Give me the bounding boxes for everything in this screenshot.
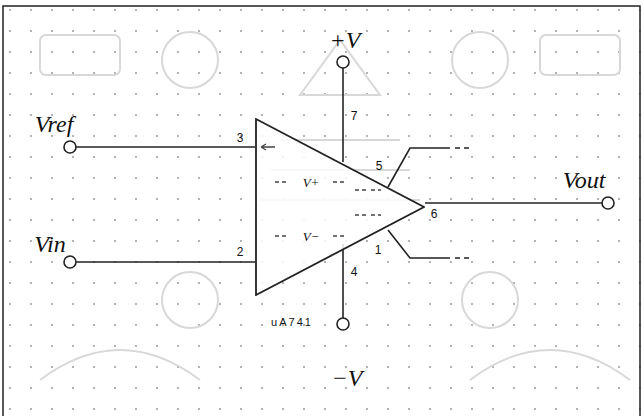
terminal [337,56,349,68]
wire [76,146,255,148]
offset-wire [388,148,450,187]
pin-number: 1 [375,244,382,256]
offset-wire [455,257,470,259]
watermark-emblem [40,32,630,380]
supply-label: −V [332,366,363,390]
pin-number: 7 [351,110,358,122]
wire [342,244,344,318]
supply-label: +V [330,28,361,52]
terminal [337,318,349,330]
wires [64,56,614,330]
triangle-outline [256,119,424,295]
pin-number: 5 [376,160,383,172]
pin-number: 2 [237,246,244,258]
terminal [64,256,76,268]
frame-border [3,6,640,416]
part-number: uA741 [271,317,313,328]
signal-name: Vref [35,112,74,136]
wire [76,261,255,263]
pin-number: 6 [431,208,438,220]
terminal [602,197,614,209]
op-amp-outline [255,118,425,296]
input-polarity: V+ [303,176,320,189]
input-polarity: V− [303,230,320,243]
offset-wire [455,147,470,149]
pin-number: 3 [237,132,244,144]
internal-marks [261,144,381,236]
terminal [64,141,76,153]
op-amp-triangle: V+ V− [255,118,425,296]
signal-name: Vout [563,168,606,192]
pin-number: 4 [351,266,358,278]
wire [342,68,344,162]
signal-name: Vin [34,232,66,256]
offset-wire [388,230,450,258]
wire [425,202,602,204]
